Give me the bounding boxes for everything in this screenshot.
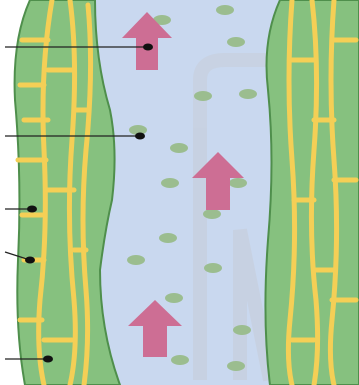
leader-dot-3 [27, 206, 37, 213]
leader-dot-2 [135, 133, 145, 140]
leader-dot-4 [25, 257, 35, 264]
leader-dot-5 [43, 356, 53, 363]
leader-dot-1 [143, 44, 153, 51]
